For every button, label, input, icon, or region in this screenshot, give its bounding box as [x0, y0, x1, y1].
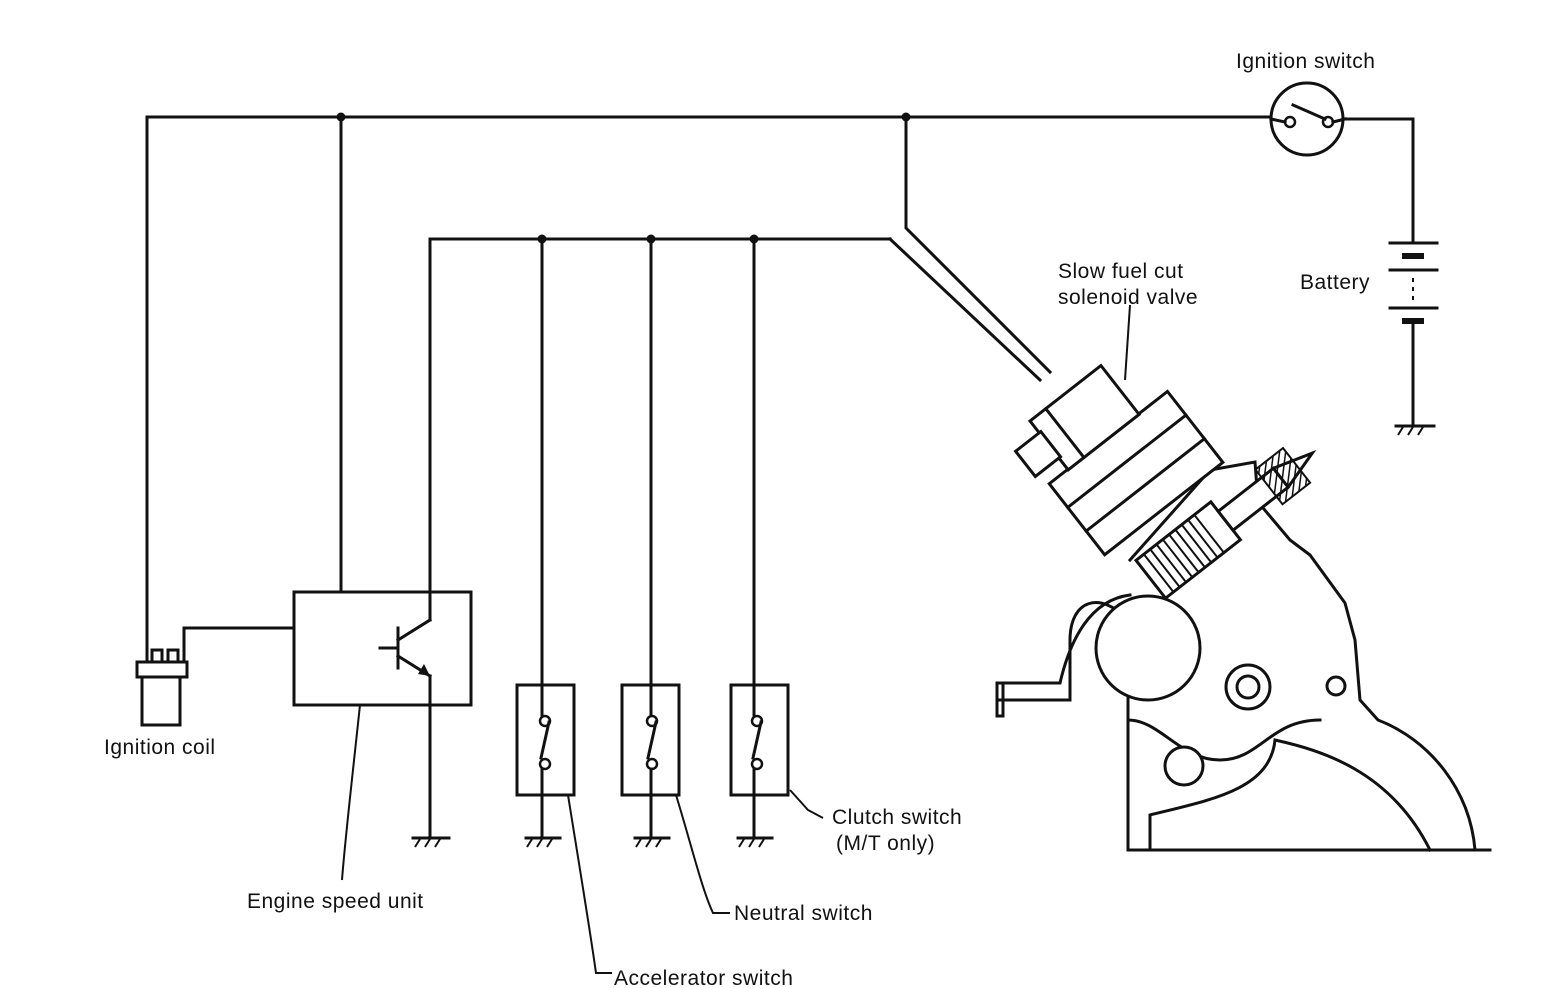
solenoid-label-line1: Slow fuel cut [1058, 260, 1184, 283]
clutch-switch-label-line1: Clutch switch [832, 806, 962, 829]
neutral-switch-symbol [620, 683, 681, 848]
solenoid-leads [887, 115, 1053, 383]
accelerator-switch-symbol [515, 683, 576, 848]
engine-speed-unit-symbol [292, 590, 473, 840]
engine-speed-unit-label: Engine speed unit [247, 890, 424, 913]
ignition-switch-symbol [1269, 81, 1347, 157]
battery-label: Battery [1300, 271, 1370, 294]
battery-symbol [1388, 241, 1439, 427]
junction-dot [537, 234, 547, 244]
junction-dot [646, 234, 656, 244]
neutral-switch-label: Neutral switch [734, 902, 873, 925]
solenoid-label-line2: solenoid valve [1058, 286, 1198, 309]
power-bus [145, 112, 1415, 727]
signal-bus [428, 234, 892, 687]
junction-dot [336, 112, 346, 122]
leader-lines [341, 304, 1131, 974]
clutch-switch-label-line2: (M/T only) [836, 832, 935, 855]
junction-dot [749, 234, 759, 244]
accelerator-switch-label: Accelerator switch [614, 967, 793, 988]
solenoid-valve-drawing [995, 363, 1492, 853]
ignition-coil-symbol [135, 626, 296, 727]
ground-symbol [411, 836, 451, 848]
ground-symbol [1394, 424, 1436, 436]
ignition-switch-label: Ignition switch [1236, 50, 1375, 73]
clutch-switch-symbol [729, 683, 790, 848]
ignition-coil-label: Ignition coil [104, 736, 216, 759]
